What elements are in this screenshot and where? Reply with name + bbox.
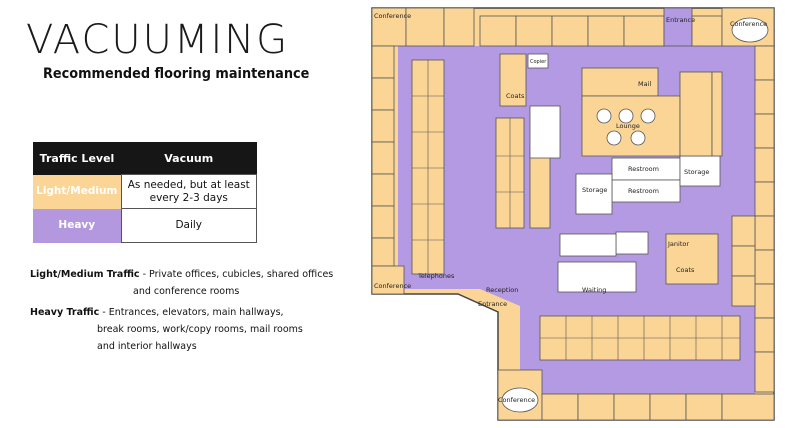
left-offices xyxy=(371,45,405,295)
label-entrance-bottom: Entrance xyxy=(478,300,507,308)
light-traffic-line2: and conference rooms xyxy=(133,286,240,297)
label-restroom-1: Restroom xyxy=(628,165,659,173)
label-conference-tl: Conference xyxy=(374,12,411,20)
heavy-traffic-line2: break rooms, work/copy rooms, mail rooms xyxy=(97,324,303,335)
level-heavy: Heavy xyxy=(33,208,121,243)
label-conference-ml: Conference xyxy=(374,282,411,290)
legend-header-row: Traffic Level Vacuum xyxy=(33,142,257,175)
label-copier: Copier xyxy=(530,59,547,65)
label-storage-2: Storage xyxy=(684,168,709,176)
light-traffic-line1: - Private offices, cubicles, shared offi… xyxy=(139,269,334,280)
heavy-traffic-line3: and interior hallways xyxy=(97,341,197,352)
conference-table-bottom xyxy=(501,387,539,413)
heavy-traffic-term: Heavy Traffic xyxy=(30,307,100,318)
level-light-medium: Light/Medium xyxy=(33,174,121,209)
page-subtitle: Recommended flooring maintenance xyxy=(43,66,310,82)
heavy-traffic-line1: - Entrances, elevators, main hallways, xyxy=(99,307,284,318)
traffic-legend-table: Traffic Level Vacuum Light/Medium As nee… xyxy=(33,142,257,243)
legend-row-light-medium: Light/Medium As needed, but at least eve… xyxy=(33,174,257,209)
legend-row-heavy: Heavy Daily xyxy=(33,208,257,243)
top-offices xyxy=(371,7,775,47)
right-offices xyxy=(731,45,775,393)
vacuum-light-medium: As needed, but at least every 2-3 days xyxy=(120,174,257,209)
conference-table-top-right xyxy=(731,17,769,43)
floor-plan: Conference Entrance Conference Copier Co… xyxy=(371,7,775,421)
bottom-offices xyxy=(497,369,775,421)
center-cubicles xyxy=(495,117,551,229)
label-janitor: Janitor xyxy=(667,240,689,248)
page-title: VACUUMING xyxy=(26,17,290,63)
label-conference-bottom: Conference xyxy=(498,396,535,404)
label-telephones: Telephones xyxy=(417,272,455,280)
label-lounge: Lounge xyxy=(616,122,640,130)
left-cubicles xyxy=(411,59,445,275)
heavy-traffic-description: Heavy Traffic - Entrances, elevators, ma… xyxy=(30,304,303,355)
label-reception: Reception xyxy=(486,286,518,294)
label-conference-tr: Conference xyxy=(730,20,767,28)
label-coats-2: Coats xyxy=(676,266,695,274)
label-coats-1: Coats xyxy=(506,92,525,100)
bottom-cubicles xyxy=(539,315,741,361)
header-vacuum: Vacuum xyxy=(121,142,257,175)
label-entrance-top: Entrance xyxy=(666,16,695,24)
header-traffic-level: Traffic Level xyxy=(33,142,121,175)
vacuum-heavy: Daily xyxy=(120,208,257,243)
label-restroom-2: Restroom xyxy=(628,187,659,195)
light-traffic-description: Light/Medium Traffic - Private offices, … xyxy=(30,266,333,300)
label-mail: Mail xyxy=(638,80,651,88)
label-waiting: Waiting xyxy=(582,286,606,294)
light-traffic-term: Light/Medium Traffic xyxy=(30,269,140,280)
central-core xyxy=(499,53,723,293)
label-storage-1: Storage xyxy=(582,186,607,194)
